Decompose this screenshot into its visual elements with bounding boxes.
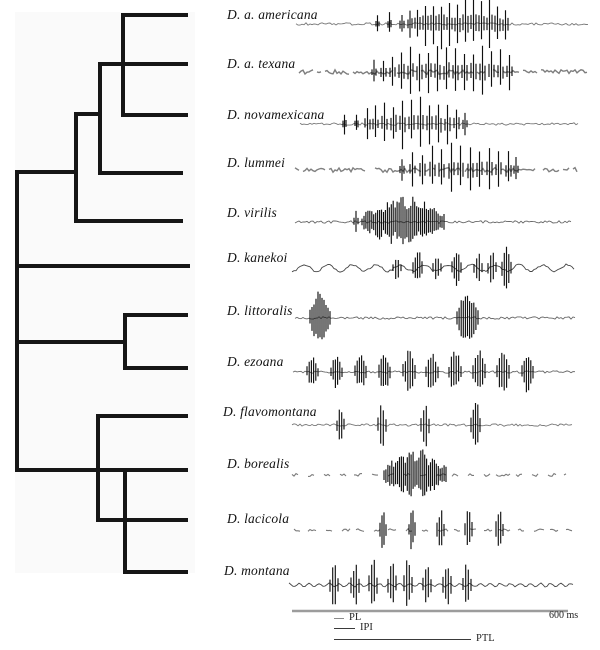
waveform-pulses-11	[329, 559, 472, 606]
pl-label: PL	[349, 612, 362, 623]
tree-panel	[15, 12, 195, 573]
scale-bar-label: 600 ms	[549, 610, 579, 621]
waveform-pulses-10	[379, 510, 504, 550]
waveform-baseline-3	[294, 166, 578, 174]
legend-item-pl: PL	[334, 612, 361, 624]
waveform-pulses-7	[306, 350, 534, 393]
waveform-pulses-2	[342, 96, 468, 150]
waveform-pulses-0	[375, 0, 509, 50]
ipi-measure-line	[334, 627, 355, 629]
waveform-pulses-8	[336, 403, 481, 447]
species-label-3: D. lummei	[227, 155, 286, 170]
waveform-baseline-1	[298, 68, 588, 76]
species-label-7: D. ezoana	[227, 354, 284, 369]
waveform-pulses-4	[353, 196, 445, 245]
legend-item-ptl: PTL	[334, 633, 495, 645]
waveform-pulses-6	[309, 291, 479, 340]
waveform-baseline-4	[294, 220, 572, 224]
species-label-6: D. littoralis	[227, 303, 293, 318]
species-label-0: D. a. americana	[227, 7, 318, 22]
waveform-baseline-10	[293, 527, 573, 532]
species-label-2: D. novamexicana	[227, 107, 325, 122]
species-label-5: D. kanekoi	[227, 250, 288, 265]
waveform-pulses-5	[392, 246, 512, 289]
species-label-1: D. a. texana	[227, 56, 296, 71]
ptl-label: PTL	[476, 633, 495, 644]
species-label-9: D. borealis	[227, 456, 290, 471]
species-label-11: D. montana	[224, 563, 290, 578]
waveform-pulses-1	[371, 45, 513, 95]
legend-item-ipi: IPI	[334, 622, 373, 634]
waveform-pulses-3	[399, 142, 519, 192]
species-label-8: D. flavomontana	[223, 404, 317, 419]
species-label-4: D. virilis	[227, 205, 278, 220]
cladogram	[15, 13, 190, 574]
pl-measure-line	[334, 617, 344, 619]
ptl-measure-line	[334, 638, 471, 640]
ipi-label: IPI	[360, 622, 373, 633]
waveform-baseline-8	[291, 423, 573, 427]
waveform-baseline-6	[294, 316, 576, 320]
waveform-pulses-9	[383, 449, 447, 497]
species-label-10: D. lacicola	[227, 511, 290, 526]
